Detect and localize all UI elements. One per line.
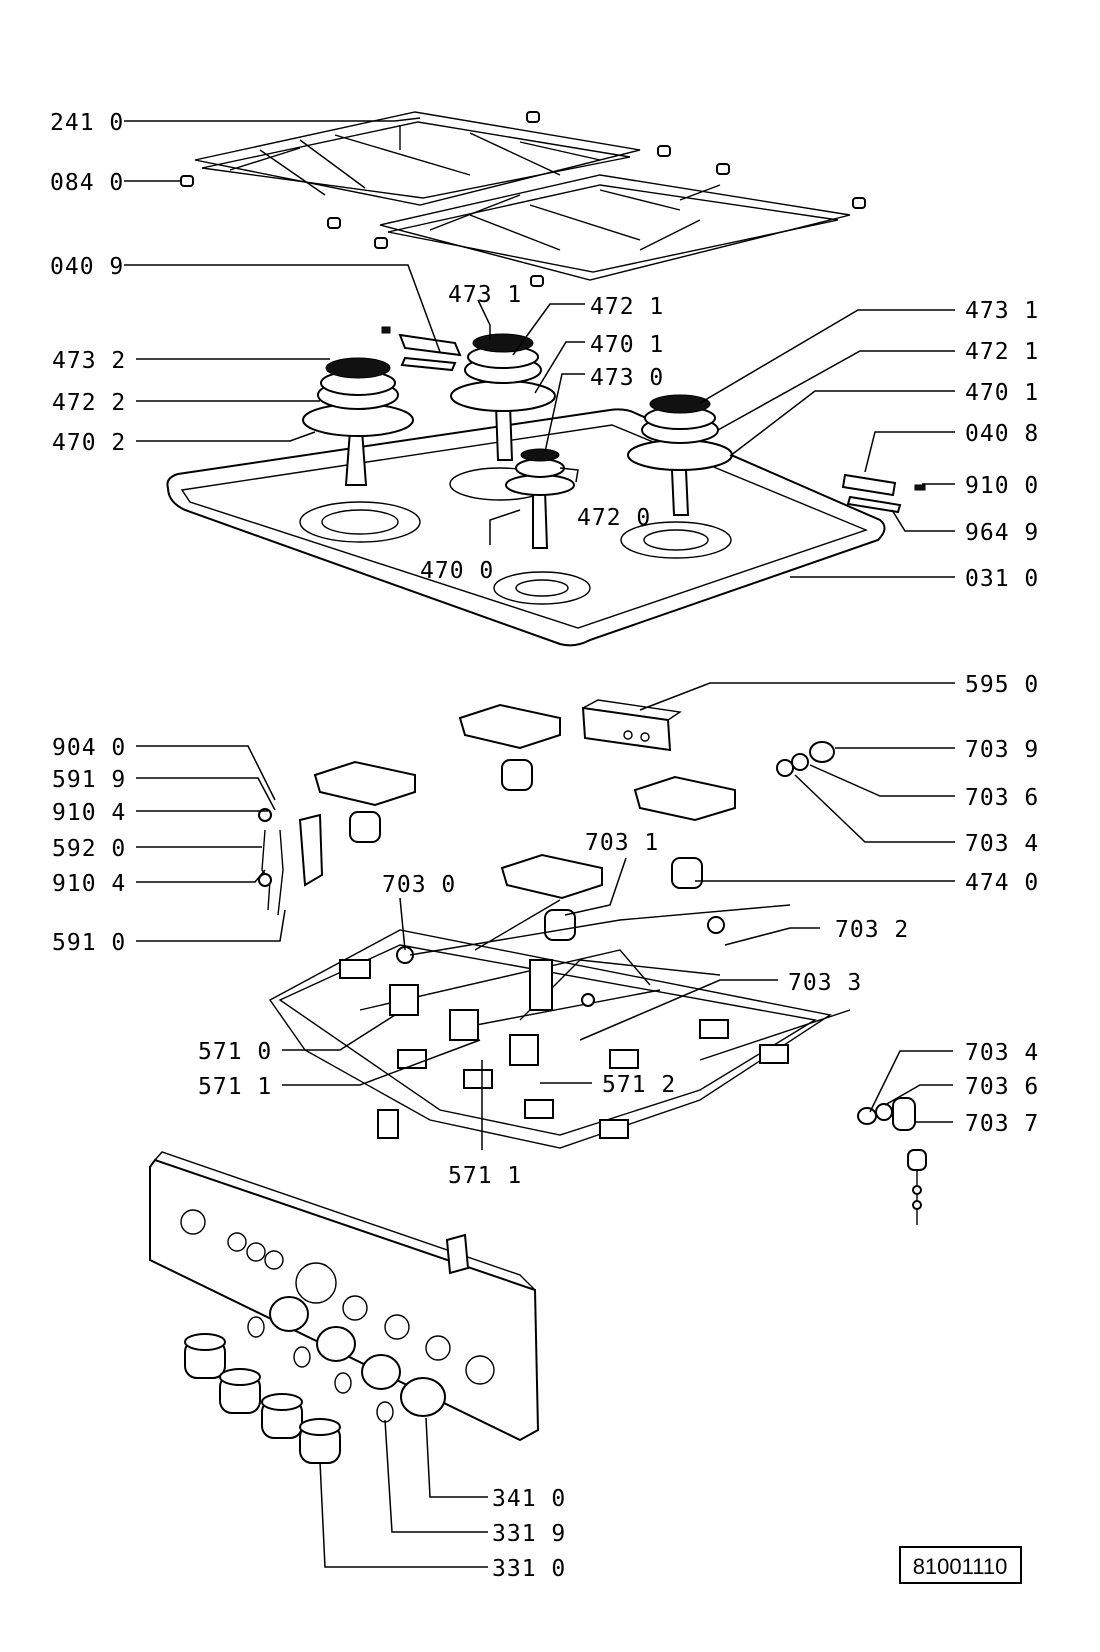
knob-3 [261,1393,303,1439]
label-331-0: 331 0 [492,1556,566,1582]
label-703-1: 703 1 [585,830,659,856]
label-910-0: 910 0 [965,473,1039,499]
label-571-1-b: 571 1 [448,1163,522,1189]
label-571-2: 571 2 [602,1072,676,1098]
label-703-4-a: 703 4 [965,831,1039,857]
label-474-0: 474 0 [965,870,1039,896]
knob-4 [299,1418,341,1464]
label-910-4-b: 910 4 [52,871,126,897]
label-595-0: 595 0 [965,672,1039,698]
label-473-1-right: 473 1 [965,298,1039,324]
drawing-number: 81001110 [913,1554,1008,1579]
label-040-9: 040 9 [50,254,124,280]
label-591-0: 591 0 [52,930,126,956]
label-470-1-right: 470 1 [965,380,1039,406]
hob-tray [166,408,886,647]
label-470-0: 470 0 [420,558,494,584]
label-703-6-a: 703 6 [965,785,1039,811]
control-knobs [184,1296,446,1464]
label-472-1-right: 472 1 [965,339,1039,365]
ignition-generator [581,699,682,752]
burner-seats [313,703,736,941]
label-571-0: 571 0 [198,1039,272,1065]
label-703-4-b: 703 4 [965,1040,1039,1066]
burner-clip-left [381,326,462,372]
label-910-4-a: 910 4 [52,800,126,826]
label-703-7: 703 7 [965,1111,1039,1137]
drawing-number-box: 81001110 [899,1546,1022,1584]
knob-bezels [269,1296,446,1417]
knob-2 [219,1368,261,1414]
label-904-0: 904 0 [52,735,126,761]
control-panel [149,1151,540,1442]
thermocouples-left [258,808,324,916]
knob-1 [184,1333,226,1379]
burner-clip-right [841,473,926,514]
gas-inlet-fitting [857,1097,927,1225]
label-703-3: 703 3 [788,970,862,996]
valves-and-injectors [389,899,791,1066]
label-703-2: 703 2 [835,917,909,943]
label-703-0: 703 0 [382,872,456,898]
label-472-0: 472 0 [577,505,651,531]
label-964-9: 964 9 [965,520,1039,546]
bleed-fitting-upper [776,741,835,777]
label-592-0: 592 0 [52,836,126,862]
label-473-1-mid: 473 1 [448,282,522,308]
label-472-1-mid: 472 1 [590,294,664,320]
label-571-1-a: 571 1 [198,1074,272,1100]
burner-left [302,357,414,486]
label-473-0: 473 0 [590,365,664,391]
part-labels: 241 0 084 0 040 9 473 1 472 1 470 1 473 … [50,110,1039,1582]
label-470-1-mid: 470 1 [590,332,664,358]
knob-springs [247,1316,394,1423]
label-472-2: 472 2 [52,390,126,416]
pan-support-grids [180,111,866,287]
burner-small [505,448,575,549]
label-470-2: 470 2 [52,430,126,456]
label-031-0: 031 0 [965,566,1039,592]
label-473-2: 473 2 [52,348,126,374]
leader-lines [124,117,955,1568]
label-703-9: 703 9 [965,737,1039,763]
label-591-9: 591 9 [52,767,126,793]
label-703-6-b: 703 6 [965,1074,1039,1100]
label-040-8: 040 8 [965,421,1039,447]
label-084-0: 084 0 [50,170,124,196]
burner-right [627,394,733,516]
label-241-0: 241 0 [50,110,124,136]
label-331-9: 331 9 [492,1521,566,1547]
burner-middle [450,333,556,461]
label-341-0: 341 0 [492,1486,566,1512]
